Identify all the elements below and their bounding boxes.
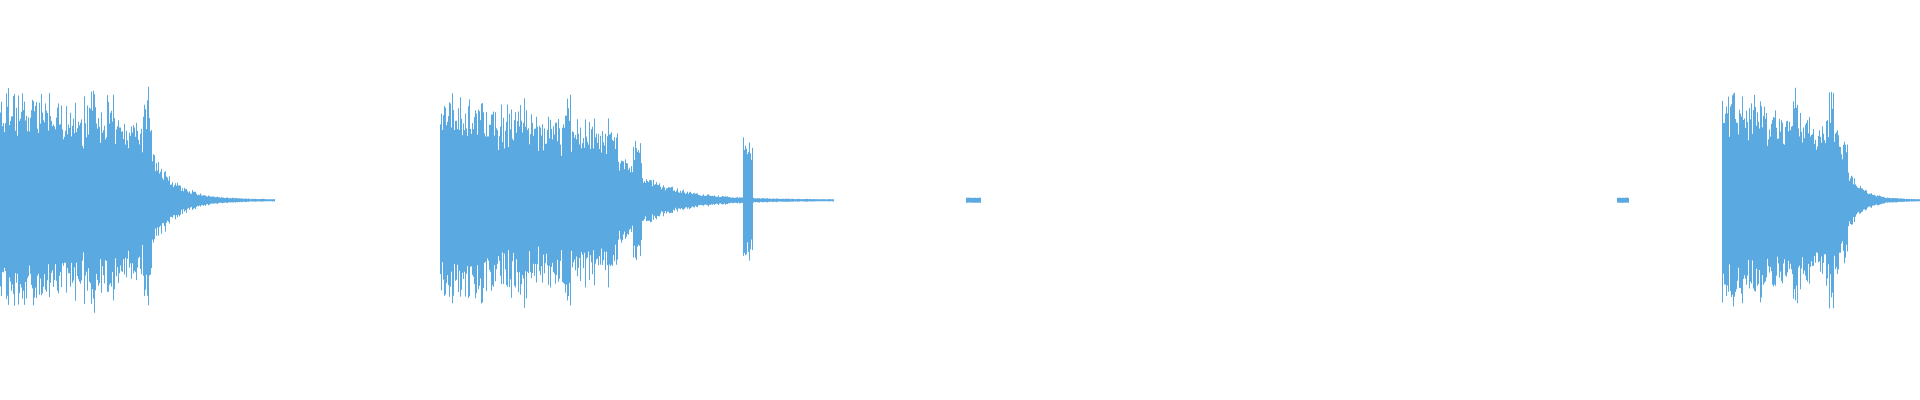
waveform-trace-hit-1: [0, 86, 275, 313]
waveform-event-blip-1: [966, 197, 981, 203]
waveform-layer: [0, 86, 1920, 313]
waveform-event-hit-2: [440, 93, 834, 308]
waveform-event-hit-1: [0, 86, 275, 313]
waveform-event-blip-2: [1617, 197, 1629, 203]
waveform-trace-hit-2: [440, 93, 834, 308]
waveform-trace-hit-3: [1722, 87, 1920, 309]
waveform-event-hit-3: [1722, 87, 1920, 309]
waveform-trace-blip-1: [966, 197, 981, 203]
waveform-trace-blip-2: [1617, 197, 1629, 203]
